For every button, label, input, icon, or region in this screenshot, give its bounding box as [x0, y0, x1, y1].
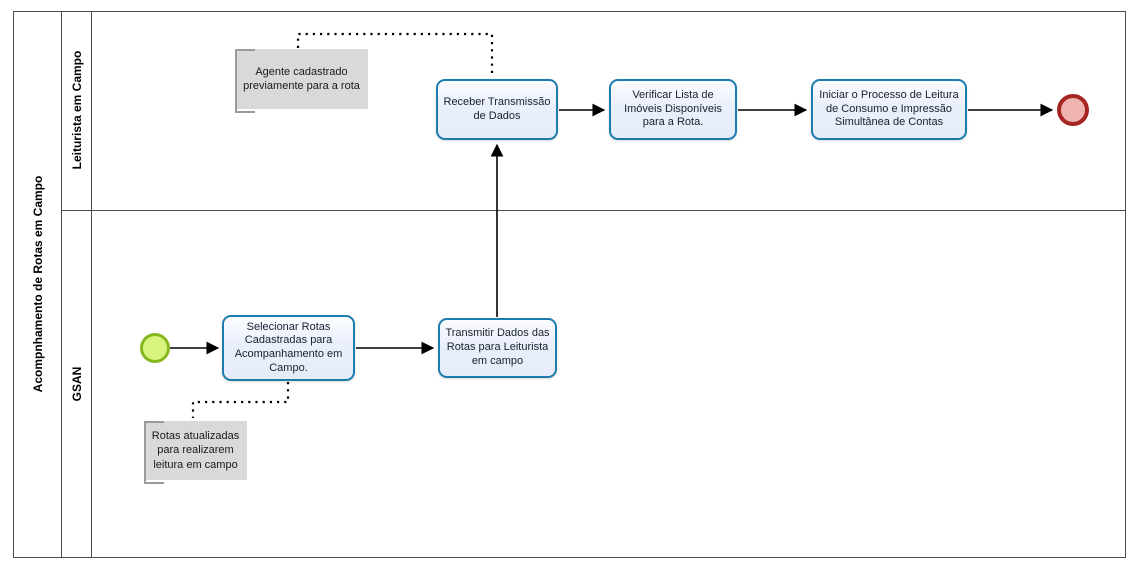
- pool-title-column: [13, 11, 62, 558]
- pool-title: Acompnhamento de Rotas em Campo: [31, 175, 45, 393]
- task-transmitir-dados[interactable]: Transmitir Dados das Rotas para Leituris…: [438, 318, 557, 378]
- annotation-text: Rotas atualizadas para realizarem leitur…: [151, 430, 240, 471]
- end-event[interactable]: [1057, 94, 1089, 126]
- task-verificar-lista[interactable]: Verificar Lista de Imóveis Disponíveis p…: [609, 79, 737, 140]
- pool-frame: [13, 11, 1126, 558]
- lane-label-leiturista: Leiturista em Campo: [70, 50, 84, 170]
- task-label: Transmitir Dados das Rotas para Leituris…: [445, 327, 550, 367]
- start-event[interactable]: [140, 333, 170, 363]
- task-label: Receber Transmissão de Dados: [443, 95, 551, 122]
- annotation-agente-cadastrado[interactable]: Agente cadastrado previamente para a rot…: [235, 49, 368, 113]
- task-label: Iniciar o Processo de Leitura de Consumo…: [819, 88, 959, 129]
- task-receber-transmissao[interactable]: Receber Transmissão de Dados: [436, 79, 558, 140]
- task-iniciar-processo[interactable]: Iniciar o Processo de Leitura de Consumo…: [811, 79, 967, 140]
- lane-divider: [62, 210, 1126, 211]
- lane-label-gsan: GSAN: [70, 366, 84, 402]
- annotation-text: Agente cadastrado previamente para a rot…: [243, 65, 360, 92]
- task-label: Verificar Lista de Imóveis Disponíveis p…: [624, 88, 722, 129]
- annotation-rotas-atualizadas[interactable]: Rotas atualizadas para realizarem leitur…: [144, 421, 247, 484]
- task-label: Selecionar Rotas Cadastradas para Acompa…: [234, 320, 343, 374]
- lane-label-column: [62, 11, 92, 558]
- task-selecionar-rotas[interactable]: Selecionar Rotas Cadastradas para Acompa…: [222, 315, 355, 381]
